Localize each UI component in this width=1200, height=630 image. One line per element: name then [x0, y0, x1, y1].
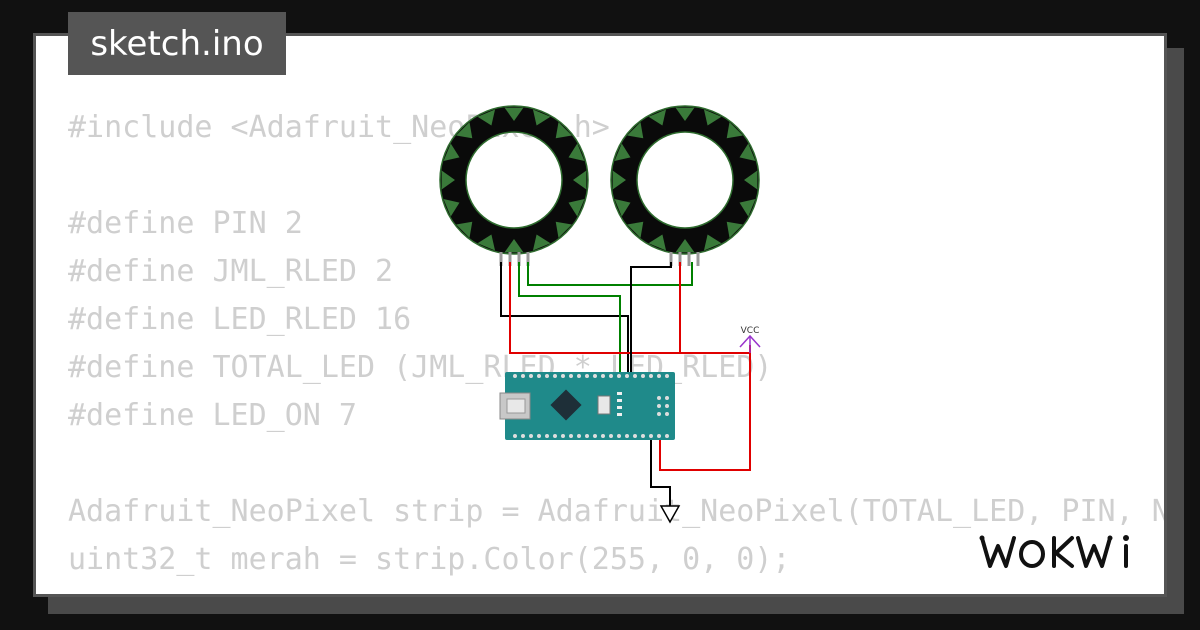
code-line: uint32_t merah = strip.Color(255, 0, 0); [68, 542, 791, 577]
led-segment [726, 122, 743, 139]
led-segment [555, 221, 572, 238]
microcontroller-chip [550, 389, 582, 421]
led-segment [703, 234, 722, 251]
led-segment [456, 122, 473, 139]
led-segment [627, 221, 644, 238]
neopixel-ring-right[interactable] [610, 105, 760, 266]
code-line: #define LED_RLED 16 [68, 302, 412, 337]
ring-pins [669, 252, 700, 266]
power-wire[interactable] [659, 345, 751, 471]
led-segment [703, 109, 722, 126]
led-segment [573, 170, 587, 190]
code-line: #define JML_RLED 2 [68, 254, 394, 289]
led-segment [504, 107, 524, 121]
file-tab[interactable]: sketch.ino [68, 12, 286, 75]
led-segment [441, 170, 455, 190]
led-segment [744, 170, 758, 190]
led-segment [614, 143, 631, 162]
code-line: #define LED_ON 7 [68, 398, 357, 433]
led-segment [739, 143, 756, 162]
led-segment [477, 234, 496, 251]
status-leds [617, 392, 622, 416]
led-segments [441, 107, 587, 253]
led-segment [739, 198, 756, 217]
signal-wire[interactable] [527, 262, 693, 286]
data-wire[interactable] [630, 262, 672, 376]
led-segment [568, 198, 585, 217]
led-segment [648, 109, 667, 126]
led-segment [612, 170, 626, 190]
led-segment [504, 239, 524, 253]
led-segment [532, 234, 551, 251]
led-segments [612, 107, 758, 253]
code-line: #define PIN 2 [68, 206, 303, 241]
power-wire[interactable] [509, 262, 750, 354]
led-segment [675, 107, 695, 121]
led-segment [443, 143, 460, 162]
wires[interactable] [500, 262, 751, 506]
led-segment [555, 122, 572, 139]
vcc-label: VCC [741, 326, 760, 336]
header-pins-bottom [513, 434, 669, 438]
vcc-symbol[interactable]: VCC [739, 326, 761, 353]
ground-wire[interactable] [650, 436, 671, 506]
neopixel-ring-left[interactable] [439, 105, 589, 266]
led-segment [532, 109, 551, 126]
led-segment [614, 198, 631, 217]
led-segment [477, 109, 496, 126]
reset-button [597, 395, 611, 415]
led-segment [675, 239, 695, 253]
power-wire[interactable] [679, 262, 750, 354]
led-segment [726, 221, 743, 238]
led-segment [443, 198, 460, 217]
code-line: #define TOTAL_LED (JML_RLED * LED_RLED) [68, 350, 773, 385]
ground-symbol[interactable] [659, 505, 681, 524]
icsp-header [657, 396, 669, 416]
code-line: Adafruit_NeoPixel strip = Adafruit_NeoPi… [68, 494, 1164, 529]
led-segment [568, 143, 585, 162]
header-pins-top [513, 374, 669, 378]
led-segment [648, 234, 667, 251]
led-segment [456, 221, 473, 238]
wokwi-logo [979, 535, 1129, 568]
data-wire[interactable] [500, 262, 629, 376]
signal-wire[interactable] [518, 262, 621, 376]
arduino-nano[interactable] [499, 372, 675, 440]
code-line: uint32_t kuning = strip.Color(255, 255, … [68, 584, 1164, 594]
led-segment [627, 122, 644, 139]
